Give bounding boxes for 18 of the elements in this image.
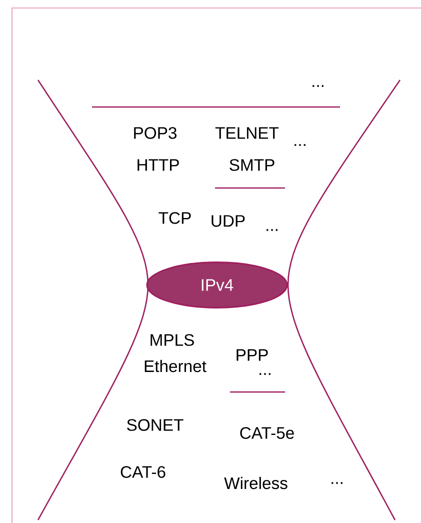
layer-label: CAT-6 (120, 466, 166, 478)
layer-label: Wireless (224, 476, 288, 490)
layer-label: CAT-5e (240, 427, 294, 439)
layer-label: TELNET (215, 127, 279, 139)
layer-label: ... (312, 85, 324, 87)
layer-label: Ethernet (144, 360, 206, 372)
layer-label: HTTP (138, 159, 179, 171)
layer-label: MPLS (150, 334, 194, 346)
layer-label: SONET (127, 419, 184, 431)
layer-label: PPP (236, 349, 268, 361)
layer-label: SMTP (230, 159, 274, 171)
layer-label: TCP (158, 212, 191, 224)
layer-label: ... (294, 144, 306, 146)
layer-label: ... (260, 373, 270, 375)
layer-label: POP3 (134, 127, 176, 139)
layer-label: ... (266, 229, 278, 231)
layer-label: ... (332, 482, 342, 484)
layer-label: UDP (212, 215, 245, 227)
